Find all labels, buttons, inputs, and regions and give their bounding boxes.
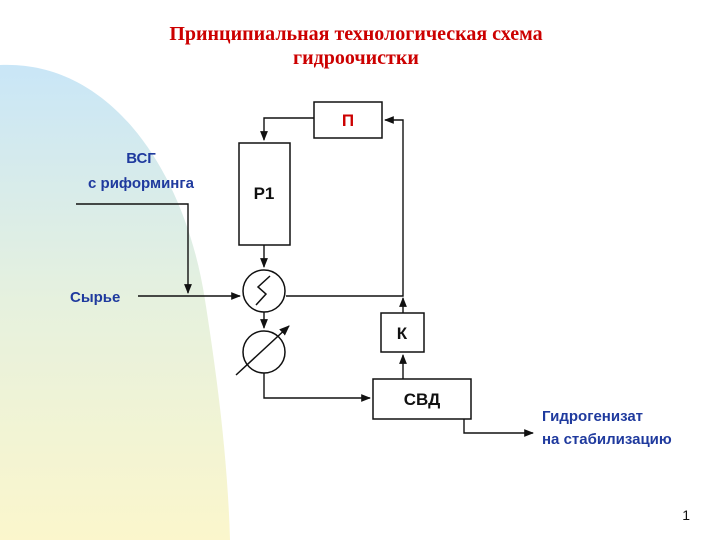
furnace-box	[313, 101, 383, 139]
reactor-label: Р1	[254, 184, 275, 203]
vsg-label-line-2: с риформинга	[88, 175, 195, 192]
separator-label: СВД	[404, 390, 440, 409]
exchanger-to-furnace-line	[286, 116, 404, 297]
heat-exchanger-icon	[242, 269, 286, 313]
feed-label: Сырье	[70, 289, 120, 306]
reactor-box	[238, 142, 291, 246]
furnace-to-reactor-line	[260, 117, 314, 141]
product-label-line-1: Гидрогенизат	[542, 408, 643, 425]
slide-title-line-1: Принципиальная технологическая схема	[169, 23, 542, 45]
separator-box	[372, 378, 472, 420]
vsg-line	[76, 203, 192, 294]
furnace-label: П	[342, 111, 354, 130]
cooler-to-separator-line	[263, 373, 371, 402]
slide-title-line-2: гидроочистки	[293, 47, 419, 69]
page-number: 1	[682, 507, 690, 523]
air-cooler-icon	[235, 325, 290, 376]
product-line	[463, 419, 534, 437]
product-label-line-2: на стабилизацию	[542, 431, 672, 448]
vsg-label-line-1: ВСГ	[126, 150, 156, 167]
compressor-label: К	[397, 324, 408, 343]
background-gradient-band	[0, 64, 230, 540]
